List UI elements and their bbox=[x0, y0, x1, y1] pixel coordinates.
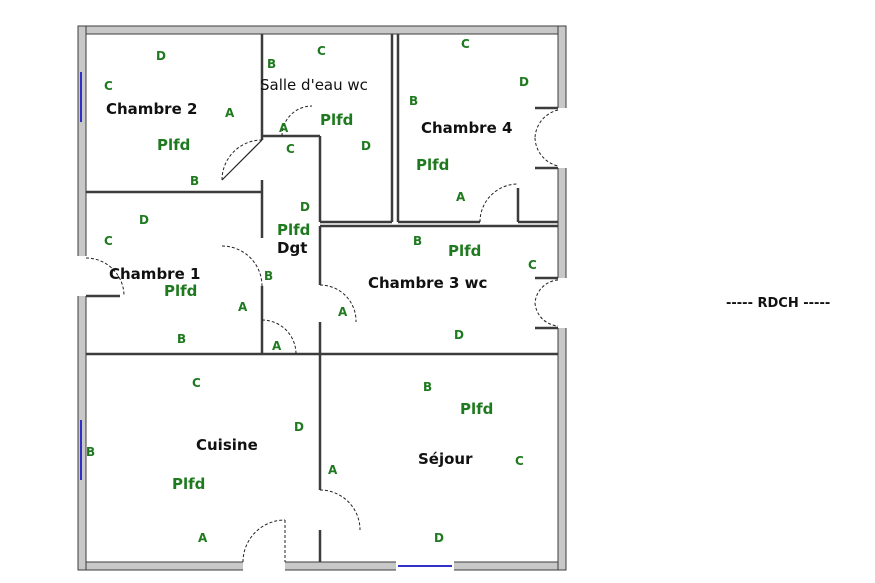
ceiling-salle-eau: Plfd bbox=[320, 111, 353, 129]
room-labels: Chambre 2 Salle d'eau wc Chambre 4 Chamb… bbox=[106, 76, 512, 468]
wall-a-sejour: A bbox=[328, 463, 338, 477]
wall-d-cuisine: D bbox=[294, 420, 304, 434]
level-label: ----- RDCH ----- bbox=[726, 296, 830, 311]
wall-a-dgt: A bbox=[272, 339, 282, 353]
wall-b-dgt: B bbox=[264, 269, 273, 283]
wall-a-chambre-1: A bbox=[238, 300, 248, 314]
wall-c-cuisine: C bbox=[192, 376, 201, 390]
wall-a-cuisine: A bbox=[198, 531, 208, 545]
wall-a-chambre-4: A bbox=[456, 190, 466, 204]
wall-b-chambre-3: B bbox=[413, 234, 422, 248]
room-name-dgt: Dgt bbox=[277, 239, 307, 257]
wall-d-salle-eau: D bbox=[361, 139, 371, 153]
wall-a-chambre-3: A bbox=[338, 305, 348, 319]
wall-b-chambre-1: B bbox=[177, 332, 186, 346]
windows bbox=[80, 72, 452, 567]
wall-c-sejour: C bbox=[515, 454, 524, 468]
ceiling-labels: Plfd Plfd Plfd Plfd Plfd Plfd Plfd Plfd bbox=[157, 111, 493, 493]
wall-c-salle-eau: C bbox=[317, 44, 326, 58]
room-name-cuisine: Cuisine bbox=[196, 436, 258, 454]
wall-d-chambre-2: D bbox=[156, 49, 166, 63]
wall-b-cuisine: B bbox=[86, 445, 95, 459]
wall-c-dgt: C bbox=[286, 142, 295, 156]
interior-walls bbox=[86, 34, 558, 562]
wall-d-dgt: D bbox=[300, 200, 310, 214]
wall-d-chambre-4: D bbox=[519, 75, 529, 89]
wall-a-salle-eau: A bbox=[279, 121, 289, 135]
doors bbox=[85, 105, 559, 563]
wall-b-sejour: B bbox=[423, 380, 432, 394]
wall-a-chambre-2: A bbox=[225, 106, 235, 120]
room-name-sejour: Séjour bbox=[418, 450, 473, 468]
exterior-walls bbox=[77, 25, 567, 571]
ceiling-chambre-3: Plfd bbox=[448, 242, 481, 260]
ceiling-dgt: Plfd bbox=[277, 221, 310, 239]
wall-c-chambre-4: C bbox=[461, 37, 470, 51]
wall-b-chambre-2: B bbox=[190, 174, 199, 188]
ceiling-sejour: Plfd bbox=[460, 400, 493, 418]
wall-b-salle-eau: B bbox=[267, 57, 276, 71]
wall-letters: A B C D A B C D A B C D A B C D A B C D … bbox=[86, 37, 537, 545]
wall-d-chambre-3: D bbox=[454, 328, 464, 342]
room-name-chambre-4: Chambre 4 bbox=[421, 119, 512, 137]
ceiling-chambre-1: Plfd bbox=[164, 282, 197, 300]
ceiling-cuisine: Plfd bbox=[172, 475, 205, 493]
room-name-chambre-3: Chambre 3 wc bbox=[368, 274, 487, 292]
wall-b-chambre-4: B bbox=[409, 94, 418, 108]
ceiling-chambre-4: Plfd bbox=[416, 156, 449, 174]
wall-d-chambre-1: D bbox=[139, 213, 149, 227]
room-name-salle-eau: Salle d'eau wc bbox=[260, 76, 368, 94]
wall-c-chambre-1: C bbox=[104, 234, 113, 248]
ceiling-chambre-2: Plfd bbox=[157, 136, 190, 154]
wall-d-sejour: D bbox=[434, 531, 444, 545]
room-name-chambre-2: Chambre 2 bbox=[106, 100, 197, 118]
wall-c-chambre-3: C bbox=[528, 258, 537, 272]
room-name-chambre-1: Chambre 1 bbox=[109, 265, 200, 283]
wall-c-chambre-2: C bbox=[104, 79, 113, 93]
